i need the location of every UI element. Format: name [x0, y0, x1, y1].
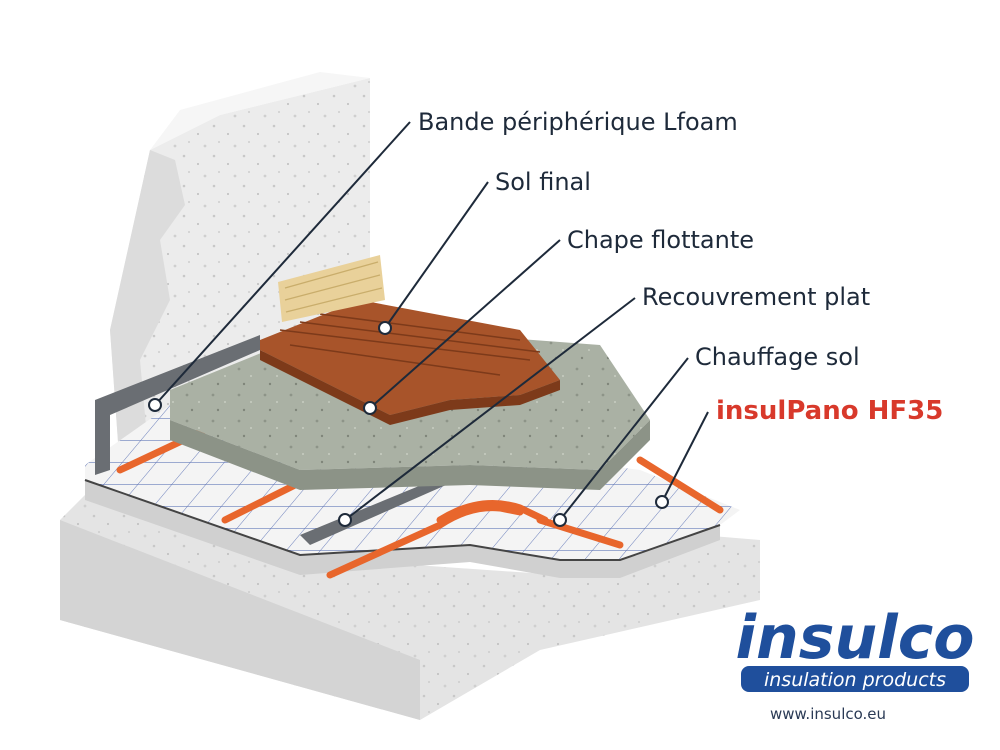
label-chauffage-sol: Chauffage sol: [695, 343, 860, 371]
logo-wordmark: insulco: [735, 603, 974, 673]
label-bande-peripherique: Bande périphérique Lfoam: [418, 108, 738, 136]
callout-dot-product: [655, 495, 669, 509]
website-url[interactable]: www.insulco.eu: [770, 705, 887, 723]
label-chape-flottante: Chape flottante: [567, 226, 755, 254]
callout-dot-bande: [148, 398, 162, 412]
label-product-name: insulPano HF35: [716, 396, 944, 426]
callout-line-sol-final: [384, 181, 489, 329]
wood-floor: [260, 255, 560, 425]
callout-line-chape: [369, 239, 561, 409]
callout-line-bande: [154, 121, 411, 406]
logo-tagline: insulation products: [764, 669, 946, 691]
callout-dot-chauffage: [553, 513, 567, 527]
callout-line-product: [661, 411, 709, 503]
callout-dot-chape: [363, 401, 377, 415]
label-sol-final: Sol final: [495, 168, 591, 196]
callout-lines: [154, 121, 709, 521]
callout-line-recouvrement: [344, 297, 636, 521]
logo-tagline-box: [741, 666, 969, 692]
insulco-logo: insulco insulation products: [735, 603, 975, 692]
callout-dots: [148, 321, 669, 527]
callout-dot-recouvrement: [338, 513, 352, 527]
heating-pipes: [116, 426, 724, 579]
callout-dot-sol-final: [378, 321, 392, 335]
callout-line-chauffage: [559, 357, 689, 521]
label-recouvrement-plat: Recouvrement plat: [642, 283, 871, 311]
